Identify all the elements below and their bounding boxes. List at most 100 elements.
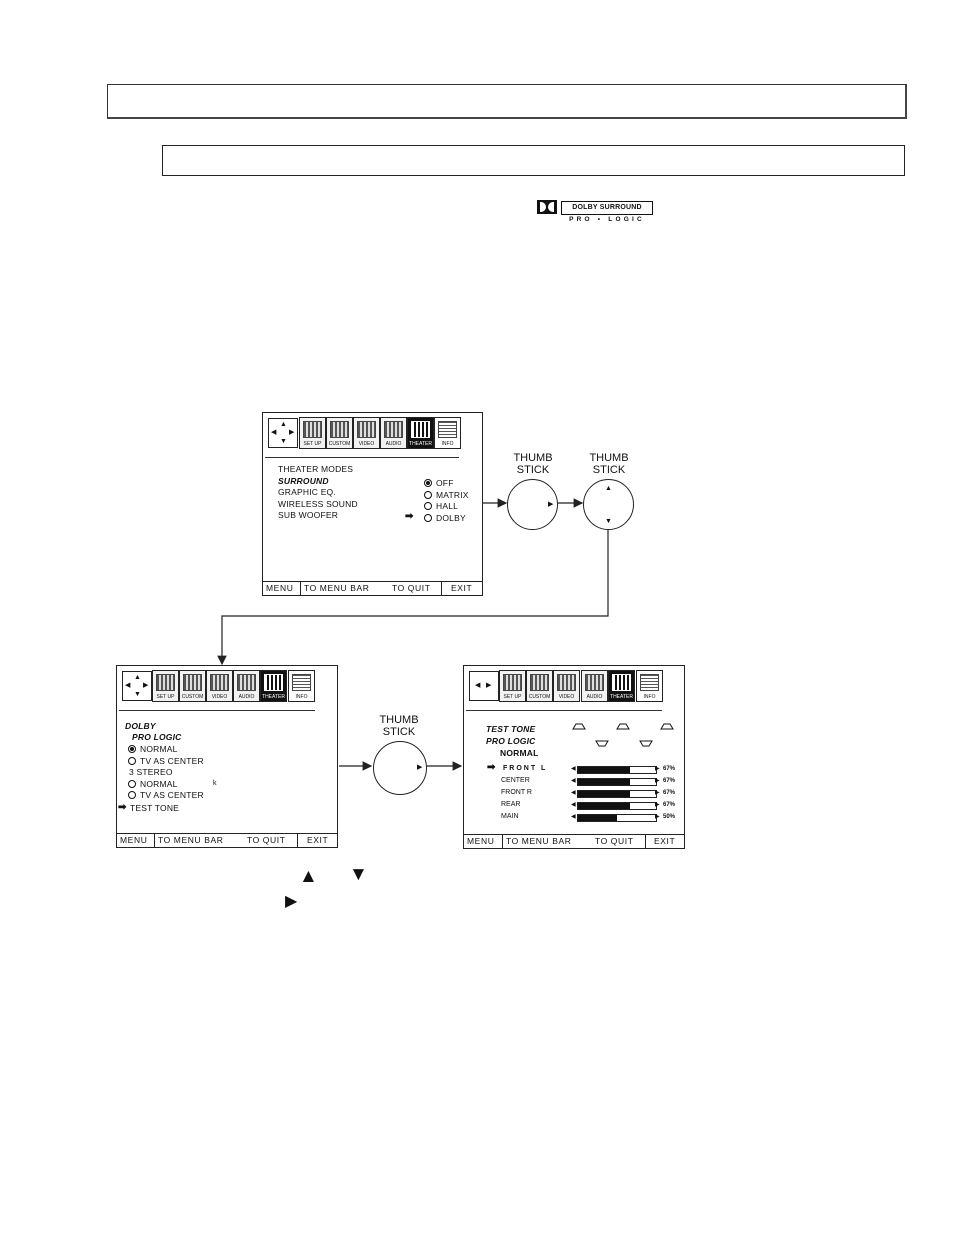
bar-left-arrow-icon: ◀ xyxy=(571,790,576,796)
right-triangle-icon: ▶ xyxy=(285,893,298,910)
footer-menu: MENU xyxy=(467,836,495,846)
menu-item-sub-woofer[interactable]: SUB WOOFER xyxy=(278,510,339,521)
channel-label-center: CENTER xyxy=(501,777,530,784)
video-menu-icon[interactable]: VIDEO xyxy=(353,417,380,449)
thumb-stick-right-icon[interactable]: ▶ xyxy=(373,741,427,795)
thumb-stick-label: THUMB STICK xyxy=(379,714,419,738)
down-triangle-icon: ▼ xyxy=(605,518,612,525)
radio-selected-icon xyxy=(128,745,136,753)
speaker-center-icon xyxy=(616,723,630,730)
footer-to-menu-bar: TO MENU BAR xyxy=(158,835,224,845)
pointer-arrow-icon: ➡ xyxy=(118,802,127,813)
thumb-stick-right-icon[interactable]: ▶ xyxy=(507,479,558,530)
arrow-stick2-to-screen2 xyxy=(217,530,609,666)
info-menu-icon[interactable]: INFO xyxy=(288,670,315,702)
stray-mark: k xyxy=(213,780,217,787)
audio-menu-icon[interactable]: AUDIO xyxy=(233,670,260,702)
option-hall[interactable]: HALL xyxy=(424,501,469,513)
speaker-front-right-icon xyxy=(660,723,674,730)
pro-logic-subtitle: PRO LOGIC xyxy=(486,736,536,746)
level-bar-center[interactable] xyxy=(577,778,657,786)
setup-menu-icon[interactable]: SET UP xyxy=(299,417,326,449)
up-triangle-icon: ▲ xyxy=(605,485,612,492)
screen-footer: MENU TO MENU BAR TO QUIT EXIT xyxy=(263,581,482,595)
thumbstick-nav-icon: ▲ ▼ ◀ ▶ xyxy=(122,671,152,701)
menu-item-graphic-eq[interactable]: GRAPHIC EQ. xyxy=(278,487,336,498)
menu-item-wireless-sound[interactable]: WIRELESS SOUND xyxy=(278,498,358,509)
footer-exit: EXIT xyxy=(654,836,676,846)
menu-item-test-tone[interactable]: TEST TONE xyxy=(130,803,180,813)
radio-icon xyxy=(424,513,432,522)
pointer-arrow-icon: ➡ xyxy=(405,511,414,522)
footer-to-menu-bar: TO MENU BAR xyxy=(304,583,370,593)
bar-right-arrow-icon: ▶ xyxy=(655,778,660,784)
thumb-stick-updown-icon[interactable]: ▲ ▼ xyxy=(583,479,634,530)
dolby-double-d-icon xyxy=(537,200,557,214)
theater-menu-icon[interactable]: THEATER xyxy=(260,670,287,702)
option-off[interactable]: OFF xyxy=(424,478,469,490)
custom-menu-icon[interactable]: CUSTOM xyxy=(179,670,206,702)
bar-left-arrow-icon: ◀ xyxy=(571,766,576,772)
option-tv-as-center-2[interactable]: TV AS CENTER xyxy=(128,790,204,802)
menu-icon-bar: ▲ ▼ ◀ ▶ SET UP CUSTOM VIDEO AUDIO THEATE… xyxy=(265,415,461,458)
level-bar-front-r[interactable] xyxy=(577,790,657,798)
level-value-center: 67% xyxy=(663,778,676,784)
radio-icon xyxy=(128,779,136,788)
menu-item-surround[interactable]: SURROUND xyxy=(278,475,329,486)
screen-footer: MENU TO MENU BAR TO QUIT EXIT xyxy=(117,833,337,847)
option-matrix[interactable]: MATRIX xyxy=(424,490,469,502)
pointer-arrow-icon: ➡ xyxy=(487,762,496,773)
channel-label-front-r: FRONT R xyxy=(501,789,532,796)
info-menu-icon[interactable]: INFO xyxy=(636,670,663,702)
option-normal[interactable]: NORMAL xyxy=(128,744,204,756)
option-dolby[interactable]: DOLBY xyxy=(424,513,469,525)
dolby-pro-logic-screen: ▲ ▼ ◀ ▶ SET UP CUSTOM VIDEO AUDIO THEATE… xyxy=(116,665,338,848)
test-tone-title: TEST TONE xyxy=(486,724,536,734)
bar-left-arrow-icon: ◀ xyxy=(571,778,576,784)
footer-exit: EXIT xyxy=(451,583,473,593)
level-bar-front-l[interactable] xyxy=(577,766,657,774)
info-menu-icon[interactable]: INFO xyxy=(434,417,461,449)
pro-logic-subtitle: PRO LOGIC xyxy=(132,732,182,742)
channel-label-rear: REAR xyxy=(501,801,521,808)
theater-menu-icon[interactable]: THEATER xyxy=(608,670,635,702)
pro-logic-options: NORMAL TV AS CENTER 3 STEREO NORMAL TV A… xyxy=(128,744,204,802)
setup-menu-icon[interactable]: SET UP xyxy=(152,670,179,702)
footer-menu: MENU xyxy=(120,835,148,845)
dolby-title: DOLBY xyxy=(125,721,156,731)
radio-icon xyxy=(424,502,432,511)
footer-exit: EXIT xyxy=(307,835,329,845)
dolby-logo-sub-text: PRO • LOGIC xyxy=(569,216,645,223)
mode-normal: NORMAL xyxy=(500,748,539,758)
audio-menu-icon[interactable]: AUDIO xyxy=(380,417,407,449)
theater-menu-icon[interactable]: THEATER xyxy=(407,417,434,449)
video-menu-icon[interactable]: VIDEO xyxy=(206,670,233,702)
footer-to-quit: TO QUIT xyxy=(392,583,431,593)
right-triangle-icon: ▶ xyxy=(548,501,554,508)
menu-item-theater-modes[interactable]: THEATER MODES xyxy=(278,464,354,474)
bar-right-arrow-icon: ▶ xyxy=(655,766,660,772)
bar-left-arrow-icon: ◀ xyxy=(571,802,576,808)
option-tv-as-center[interactable]: TV AS CENTER xyxy=(128,756,204,768)
video-menu-icon[interactable]: VIDEO xyxy=(553,670,580,702)
custom-menu-icon[interactable]: CUSTOM xyxy=(326,417,353,449)
footer-menu: MENU xyxy=(266,583,294,593)
level-value-main: 50% xyxy=(663,814,676,820)
custom-menu-icon[interactable]: CUSTOM xyxy=(526,670,553,702)
option-normal-2[interactable]: NORMAL xyxy=(128,779,204,791)
right-triangle-icon: ▶ xyxy=(417,764,423,771)
up-triangle-icon: ▲ xyxy=(299,866,318,887)
section-header-bar xyxy=(107,84,907,119)
level-bar-rear[interactable] xyxy=(577,802,657,810)
level-bar-main[interactable] xyxy=(577,814,657,822)
bar-left-arrow-icon: ◀ xyxy=(571,814,576,820)
dolby-logo-box-text: DOLBY SURROUND xyxy=(561,201,653,215)
radio-icon xyxy=(424,490,432,499)
thumbstick-nav-icon: ▲ ▼ ◀ ▶ xyxy=(268,418,298,448)
audio-menu-icon[interactable]: AUDIO xyxy=(581,670,608,702)
setup-menu-icon[interactable]: SET UP xyxy=(499,670,526,702)
screen-footer: MENU TO MENU BAR TO QUIT EXIT xyxy=(464,834,684,848)
theater-menu-list: THEATER MODES SURROUND GRAPHIC EQ. WIREL… xyxy=(278,464,358,522)
radio-selected-icon xyxy=(424,479,432,487)
